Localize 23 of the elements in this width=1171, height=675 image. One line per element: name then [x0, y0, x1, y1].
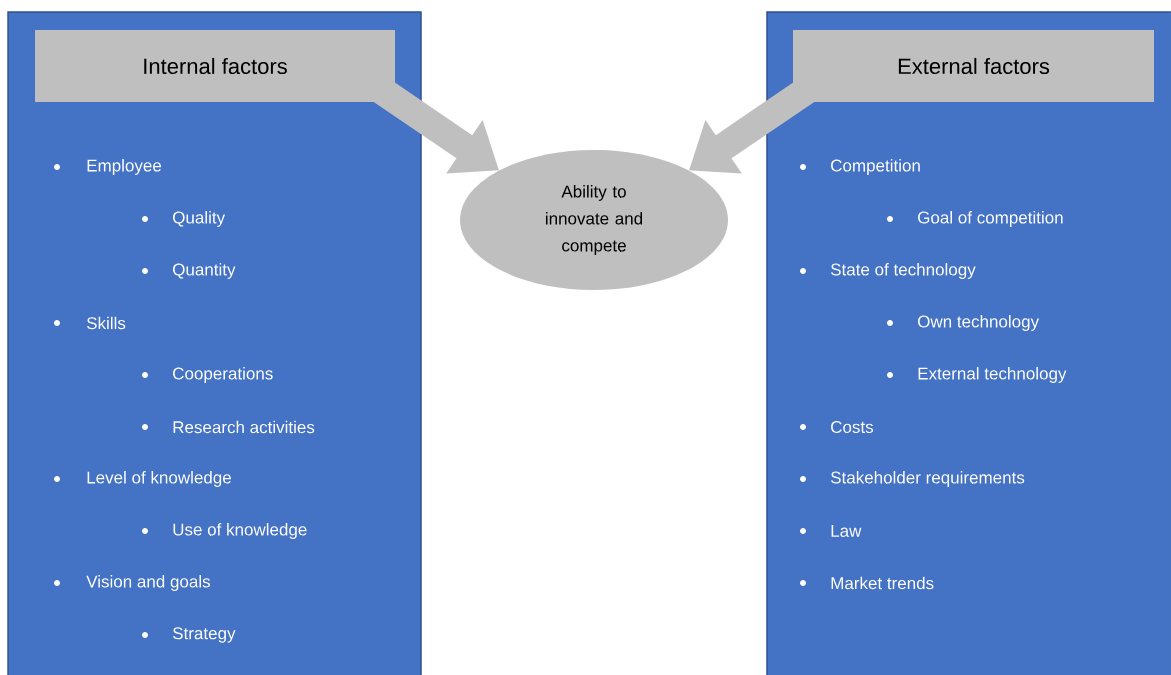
- bullet-item: Own technology: [887, 315, 1040, 331]
- bullet-item: External technology: [887, 367, 1067, 383]
- bullet-item: Competition: [800, 159, 920, 175]
- bullet-item: Cooperations: [142, 367, 273, 383]
- bullet-item: Costs: [800, 421, 874, 433]
- bullet-item: Quantity: [142, 263, 236, 279]
- bullet-item: Quality: [142, 211, 226, 227]
- bullet-item: Goal of competition: [887, 211, 1063, 227]
- bullet-item: Stakeholder requirements: [800, 471, 1025, 487]
- bullet-item: Use of knowledge: [142, 523, 307, 539]
- heading-box: External factors: [793, 30, 1154, 102]
- bullet-item: Law: [800, 525, 862, 537]
- factor-panel: [7, 11, 422, 675]
- bullet-item: Research activities: [142, 420, 315, 434]
- bullet-item: Level of knowledge: [54, 471, 231, 487]
- factor-panel: [766, 11, 1171, 675]
- bullet-item: Market trends: [800, 576, 934, 590]
- bullet-item: State of technology: [800, 263, 976, 279]
- heading-box: Internal factors: [35, 30, 395, 102]
- bullet-item: Skills: [54, 316, 126, 330]
- bullet-item: Vision and goals: [54, 575, 210, 591]
- bullet-item: Strategy: [142, 627, 236, 643]
- bullet-item: Employee: [54, 159, 162, 175]
